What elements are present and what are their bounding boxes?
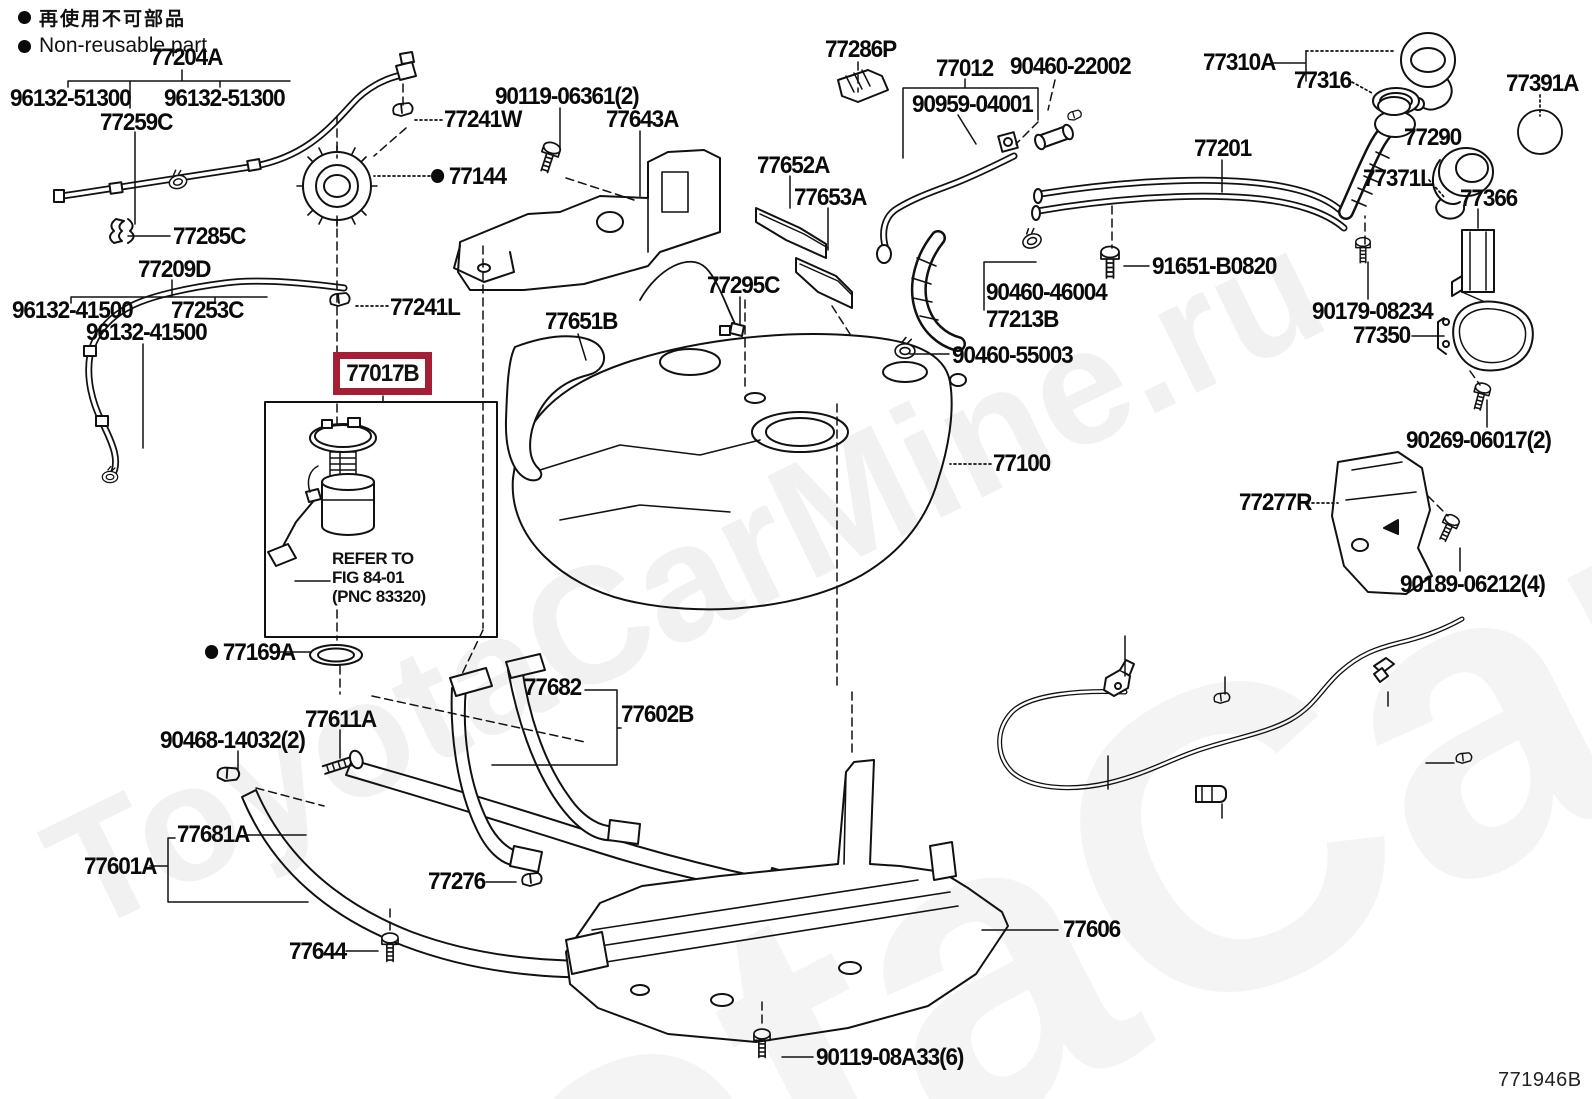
filler-parts xyxy=(1372,32,1563,307)
part-label-77310A: 77310A xyxy=(1203,49,1276,76)
part-label-77350: 77350 xyxy=(1353,322,1411,349)
legend-text-en: Non-reusable part xyxy=(39,34,208,57)
part-label-77611A: 77611A xyxy=(305,706,377,733)
part-label-77241L: 77241L xyxy=(390,294,461,321)
part-label-77209D: 77209D xyxy=(138,256,211,283)
legend-row-en: Non-reusable part xyxy=(18,34,207,58)
part-label-90460-46004: 90460-46004 xyxy=(986,279,1108,306)
part-label-96132-41500: 96132-41500 xyxy=(86,319,208,346)
part-label-77201: 77201 xyxy=(1194,135,1252,162)
part-label-90119-06361(2): 90119-06361(2) xyxy=(495,83,640,110)
legend-text-ja: 再使用不可部品 xyxy=(39,9,187,30)
part-label-77213B: 77213B xyxy=(986,306,1059,333)
assembly-dashes xyxy=(255,61,1481,1029)
pump-module-box xyxy=(264,401,498,638)
small-parts xyxy=(53,51,1395,803)
part-label-77012: 77012 xyxy=(936,55,994,82)
gasket-77169A xyxy=(309,644,363,666)
part-label-77241W: 77241W xyxy=(444,106,522,133)
part-label-77316: 77316 xyxy=(1294,67,1352,94)
part-label-77253C: 77253C xyxy=(171,297,244,324)
part-label-90959-04001: 90959-04001 xyxy=(912,91,1034,118)
shield-bands-77682 xyxy=(449,653,641,873)
part-label-90119-08A33(6): 90119-08A33(6) xyxy=(816,1044,964,1071)
part-label-77295C: 77295C xyxy=(707,272,780,299)
part-label-90460-22002: 90460-22002 xyxy=(1010,53,1132,80)
part-label-90179-08234: 90179-08234 xyxy=(1312,298,1434,325)
refer-note-line1: REFER TO xyxy=(332,549,414,568)
part-label-77681A: 77681A xyxy=(177,821,250,848)
fuel-tank xyxy=(511,333,967,611)
part-label-77601A: 77601A xyxy=(84,853,157,880)
part-label-91651-B0820: 91651-B0820 xyxy=(1152,253,1277,280)
part-label-77602B: 77602B xyxy=(621,701,694,728)
refer-note: REFER TO FIG 84-01 (PNC 83320) xyxy=(332,549,426,606)
part-label-96132-51300: 96132-51300 xyxy=(164,85,286,112)
part-label-77366: 77366 xyxy=(1460,185,1518,212)
skid-plate-77606 xyxy=(565,759,1009,1043)
part-label-77204A: 77204A xyxy=(150,44,223,71)
highlighted-part-label: 77017B xyxy=(346,359,419,387)
part-label-77652A: 77652A xyxy=(757,152,830,179)
highlighted-part-box: 77017B xyxy=(333,352,432,395)
dotted-leaders xyxy=(353,50,1541,504)
legend: 再使用不可部品 Non-reusable part xyxy=(18,4,207,61)
part-label-77144: 77144 xyxy=(431,165,507,189)
part-label-77290: 77290 xyxy=(1404,124,1462,151)
part-label-90189-06212(4): 90189-06212(4) xyxy=(1400,571,1546,598)
part-label-77651B: 77651B xyxy=(545,308,618,335)
protector-77277R xyxy=(1331,451,1433,595)
leader-lines xyxy=(67,50,1488,1058)
refer-note-line3: (PNC 83320) xyxy=(332,587,426,606)
part-label-77391A: 77391A xyxy=(1506,70,1579,97)
part-label-96132-41500: 96132-41500 xyxy=(12,297,134,324)
part-label-77644: 77644 xyxy=(289,938,347,965)
part-label-77682: 77682 xyxy=(524,674,582,701)
refer-note-line2: FIG 84-01 xyxy=(332,568,405,587)
part-label-77100: 77100 xyxy=(993,450,1051,477)
non-reusable-dot-icon xyxy=(431,169,445,183)
fuel-tube-lineart xyxy=(58,71,1465,791)
part-label-77259C: 77259C xyxy=(100,109,173,136)
fuel-lid-77350 xyxy=(1437,300,1534,372)
lock-ring-77144 xyxy=(296,145,378,227)
part-label-77606: 77606 xyxy=(1063,916,1121,943)
part-label-77276: 77276 xyxy=(428,868,486,895)
legend-row-ja: 再使用不可部品 xyxy=(18,4,207,31)
tank-shield-77651B xyxy=(504,335,606,482)
part-label-77653A: 77653A xyxy=(794,184,867,211)
non-reusable-dot-icon xyxy=(18,11,31,24)
part-label-77169A: 77169A xyxy=(205,641,296,665)
part-label-96132-51300: 96132-51300 xyxy=(10,85,132,112)
part-label-77286P: 77286P xyxy=(825,36,897,63)
non-reusable-dot-icon xyxy=(205,645,219,659)
non-reusable-dot-icon xyxy=(18,39,31,53)
part-label-77277R: 77277R xyxy=(1239,489,1312,516)
protector-77643A xyxy=(453,149,721,291)
part-label-90468-14032(2): 90468-14032(2) xyxy=(160,727,306,754)
part-label-771946B: 771946B xyxy=(1498,1069,1582,1091)
part-label-77371L: 77371L xyxy=(1363,165,1434,192)
part-label-90460-55003: 90460-55003 xyxy=(952,342,1074,369)
part-label-77285C: 77285C xyxy=(173,223,246,250)
part-label-90269-06017(2): 90269-06017(2) xyxy=(1406,427,1552,454)
part-label-77643A: 77643A xyxy=(606,106,679,133)
